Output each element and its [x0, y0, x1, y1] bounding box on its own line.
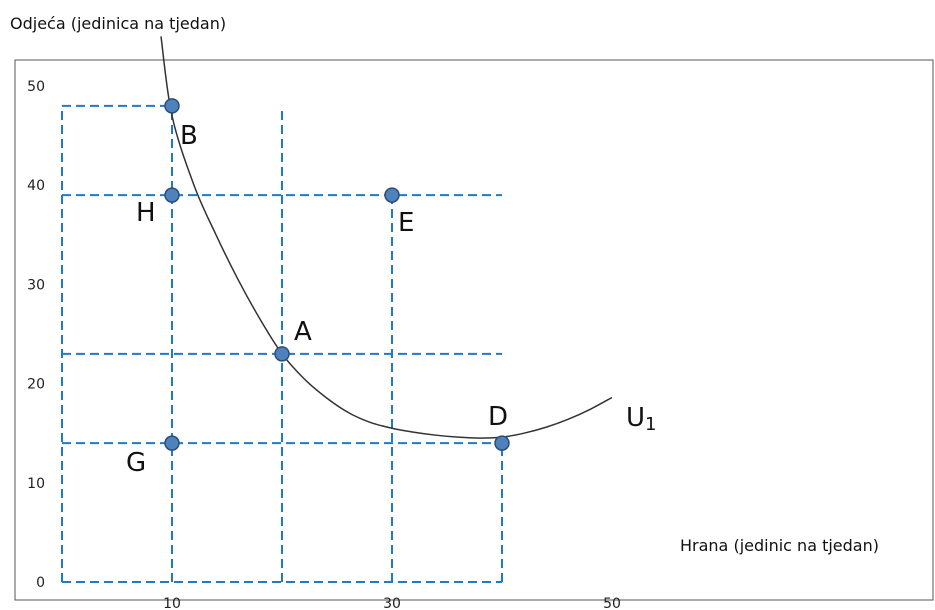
ticks-group: 0 10 20 30 40 50 10 30 50: [27, 79, 621, 610]
point-g: [164, 435, 180, 451]
points-group: B H E A D G: [126, 98, 510, 478]
point-label-e: E: [398, 208, 414, 238]
point-label-d: D: [488, 402, 508, 432]
point-b: [164, 98, 180, 114]
dashed-guides: [61, 104, 503, 583]
y-tick-label: 40: [27, 178, 45, 194]
y-axis-title: Odjeća (jedinica na tjedan): [10, 14, 226, 33]
y-tick-label: 20: [27, 377, 45, 393]
x-tick-label: 10: [163, 596, 181, 610]
plot-frame: [14, 59, 934, 601]
curve-label: U1: [626, 403, 656, 435]
point-label-h: H: [136, 198, 156, 228]
point-label-a: A: [294, 317, 312, 347]
point-d: [494, 435, 510, 451]
curve-label-subscript: 1: [645, 414, 656, 435]
x-tick-label: 50: [603, 596, 621, 610]
curve-label-name: U: [626, 403, 645, 433]
y-tick-label: 0: [36, 575, 45, 591]
point-label-b: B: [180, 121, 198, 151]
y-tick-label: 50: [27, 79, 45, 95]
y-tick-label: 30: [27, 277, 45, 293]
point-a: [274, 346, 290, 362]
indifference-curve: [160, 36, 613, 439]
point-e: [384, 187, 400, 203]
y-tick-label: 10: [27, 476, 45, 492]
point-label-g: G: [126, 448, 146, 478]
point-h: [164, 187, 180, 203]
x-axis-title: Hrana (jedinic na tjedan): [680, 536, 879, 555]
x-tick-label: 30: [383, 596, 401, 610]
